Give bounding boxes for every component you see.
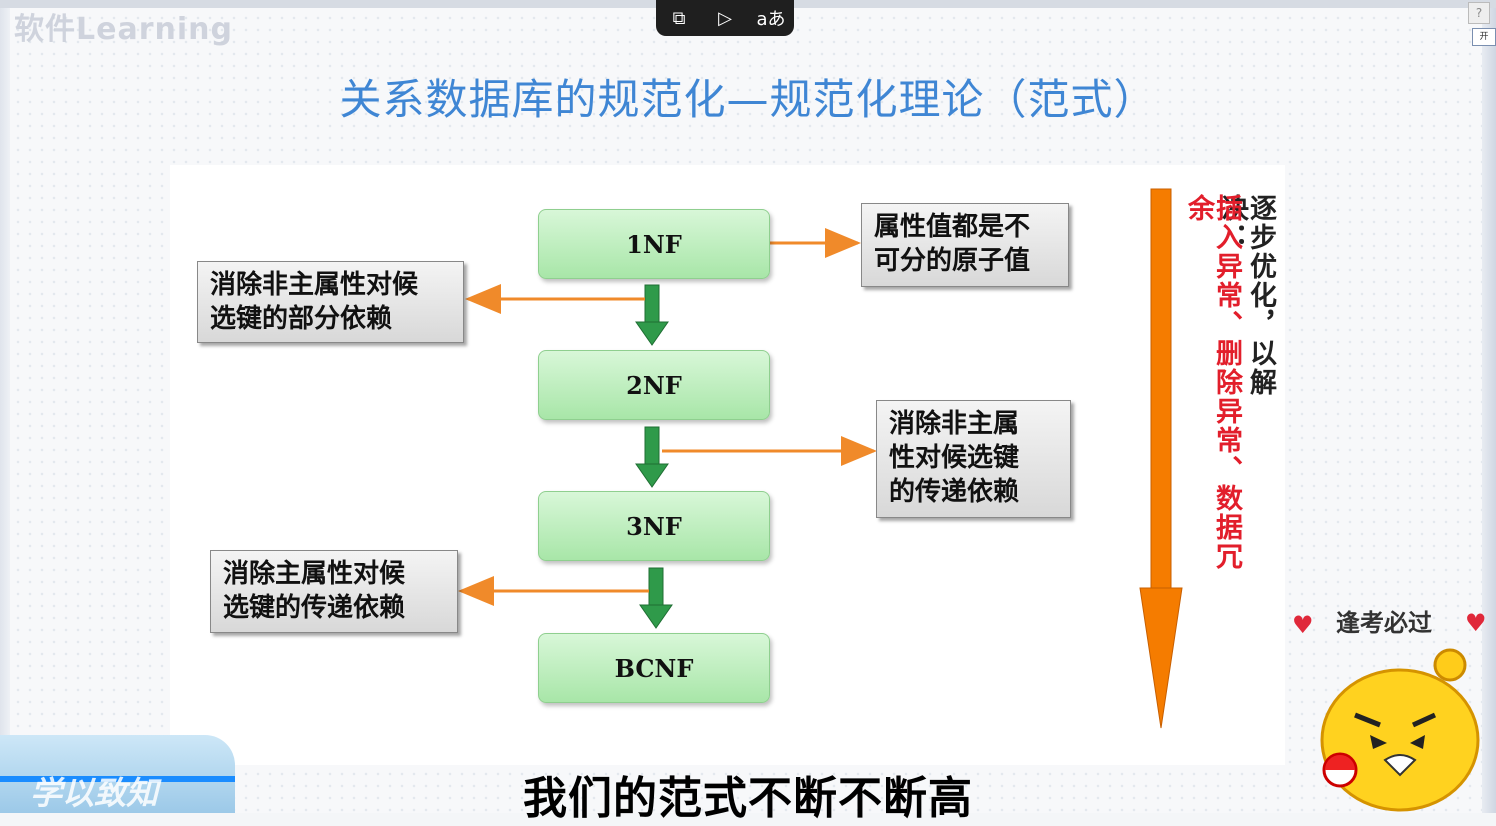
note-2nf-line2: 选键的部分依赖	[210, 304, 393, 334]
corner-tab[interactable]: 开	[1472, 28, 1496, 46]
help-button[interactable]: ?	[1468, 2, 1490, 24]
note-3nf: 消除非主属 性对候选键 的传递依赖	[876, 400, 1071, 518]
note-bcnf: 消除主属性对候 选键的传递依赖	[210, 550, 458, 633]
note-1nf: 属性值都是不 可分的原子值	[861, 203, 1069, 287]
note-3nf-line2: 性对候选键	[889, 443, 1020, 473]
badge-text: 逢考必过	[1336, 609, 1432, 637]
flow-arrow-1-2	[635, 284, 669, 346]
left-edge	[0, 0, 10, 813]
note-3nf-line3: 的传递依赖	[889, 477, 1020, 507]
nf-box-bcnf: BCNF	[538, 633, 770, 703]
note-1nf-line2: 可分的原子值	[874, 246, 1031, 276]
flow-arrow-3-bcnf	[639, 567, 673, 629]
note-1nf-line1: 属性值都是不	[874, 212, 1031, 242]
mascot-icon	[1320, 648, 1480, 812]
optimize-arrow	[1139, 188, 1183, 729]
bottom-left-banner	[0, 735, 235, 813]
nf-box-3nf: 3NF	[538, 491, 770, 561]
heart-icon-right: ♥	[1465, 609, 1487, 637]
note-2nf-line1: 消除非主属性对候	[210, 270, 419, 300]
heart-icon-left: ♥	[1292, 611, 1314, 639]
flow-arrow-2-3	[635, 426, 669, 488]
note-2nf: 消除非主属性对候 选键的部分依赖	[197, 261, 464, 343]
note-bcnf-line1: 消除主属性对候	[223, 559, 406, 589]
note-bcnf-line2: 选键的传递依赖	[223, 593, 406, 623]
nf-box-1nf: 1NF	[538, 209, 770, 279]
overlay-toolbar: ⧉ ▷ aあ	[656, 0, 794, 36]
slide-title: 关系数据库的规范化—规范化理论（范式）	[339, 75, 1157, 124]
right-edge	[1482, 0, 1496, 813]
note-3nf-line1: 消除非主属	[889, 409, 1020, 439]
video-ai-icon[interactable]: ▷	[718, 7, 732, 29]
translate-icon[interactable]: aあ	[756, 9, 786, 30]
screenshot-icon[interactable]: ⧉	[672, 7, 686, 29]
watermark: 软件Learning	[14, 12, 233, 47]
video-subtitle: 我们的范式不断不断高	[523, 773, 973, 824]
side-text-red: 插入异常、删除异常、数据冗余	[1183, 194, 1242, 571]
video-progress-bar[interactable]	[0, 776, 235, 782]
nf-box-2nf: 2NF	[538, 350, 770, 420]
side-text-black: 逐步优化，以解决：	[1217, 194, 1276, 397]
bottom-logo: 学以致知	[30, 774, 159, 812]
